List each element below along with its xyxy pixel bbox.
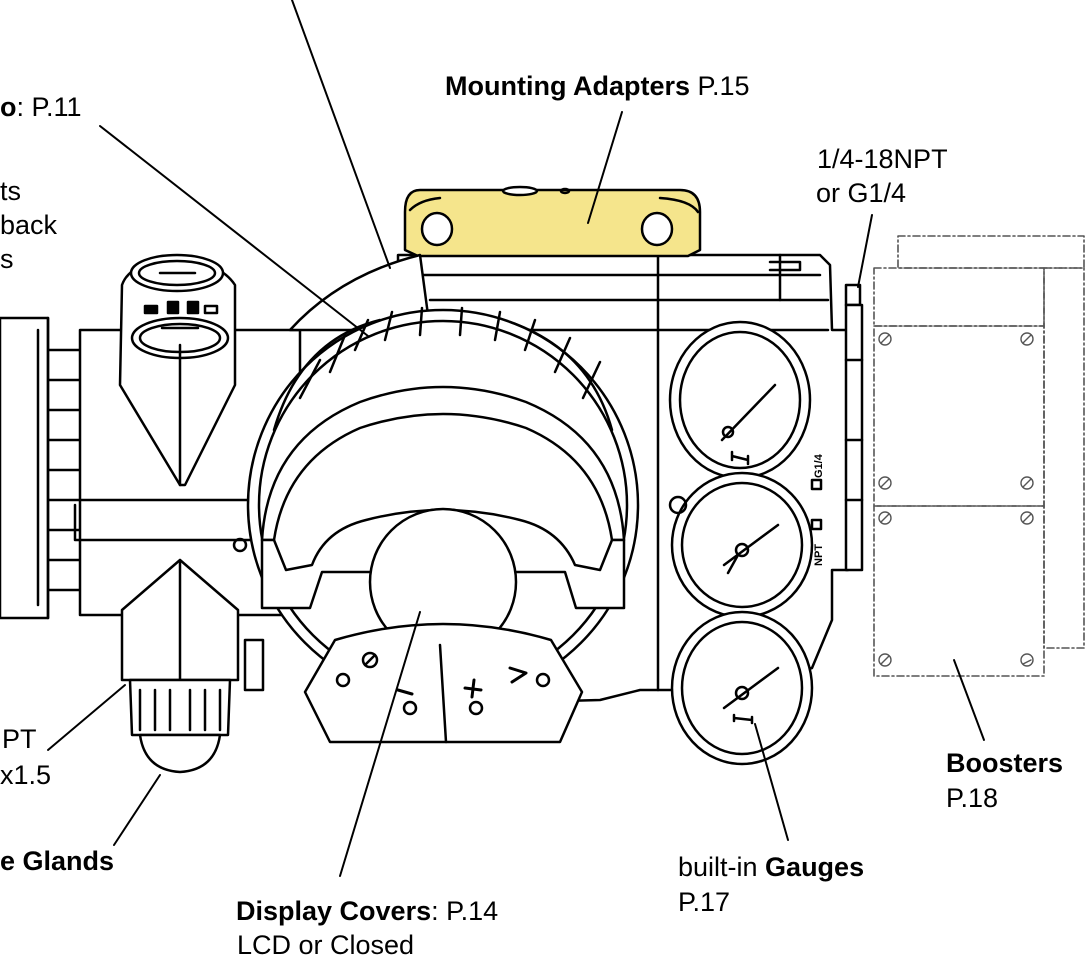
left-fragment-1: ts [0, 176, 22, 206]
boosters-label: Boosters [946, 748, 1063, 779]
lower-cable-gland [120, 558, 265, 774]
display-covers-page: : P.14 [431, 896, 499, 926]
mounting-adapters-title: Mounting Adapters [445, 71, 690, 101]
port-thread-label-line1: 1/4-18NPT [817, 144, 948, 174]
boosters-outline [873, 235, 1085, 677]
left-top-bold: o [0, 92, 17, 122]
port-block [810, 283, 864, 572]
gauges-prefix: built-in [678, 852, 766, 882]
gauges-page: P.17 [678, 887, 731, 917]
display-covers-subtitle: LCD or Closed [237, 930, 415, 960]
leader-lines [47, 0, 985, 877]
left-top-page: : P.11 [16, 92, 82, 122]
housing-curve [288, 253, 432, 332]
left-port-label-line1: PT [2, 724, 37, 754]
gauges-label: built-in Gauges [678, 852, 864, 883]
gauges-title: Gauges [765, 852, 865, 882]
port-thread-label-line2: or G1/4 [816, 178, 907, 208]
block-mark-g14: G1/4 [813, 453, 825, 478]
gauge-bottom [670, 610, 814, 766]
block-mark-npt: NPT [813, 544, 825, 566]
side-port [668, 495, 688, 515]
display-covers-label: Display Covers: P.14 [236, 896, 498, 927]
display-covers-title: Display Covers [236, 896, 432, 926]
booster-screws [878, 332, 1034, 667]
mounting-adapters-label: Mounting Adapters P.15 [445, 71, 750, 102]
housing-ribs [656, 253, 802, 692]
gauge-middle [670, 471, 814, 619]
cable-glands-label: e Glands [0, 846, 114, 877]
left-port-label-line2: x1.5 [0, 760, 52, 790]
mounting-adapters-page: P.15 [697, 71, 750, 101]
boosters-page: P.18 [946, 783, 999, 813]
display-cover [246, 306, 640, 744]
mounting-adapter [403, 185, 702, 258]
display-buttons [335, 651, 551, 716]
left-fragment-3: s [0, 244, 14, 274]
gauge-top [668, 320, 812, 480]
left-top-label: o: P.11 [0, 92, 82, 123]
boosters-title: Boosters [946, 748, 1064, 778]
upper-cable-gland [118, 253, 237, 487]
cable-glands-title: e Glands [0, 846, 115, 876]
left-fragment-2: back [0, 210, 58, 240]
